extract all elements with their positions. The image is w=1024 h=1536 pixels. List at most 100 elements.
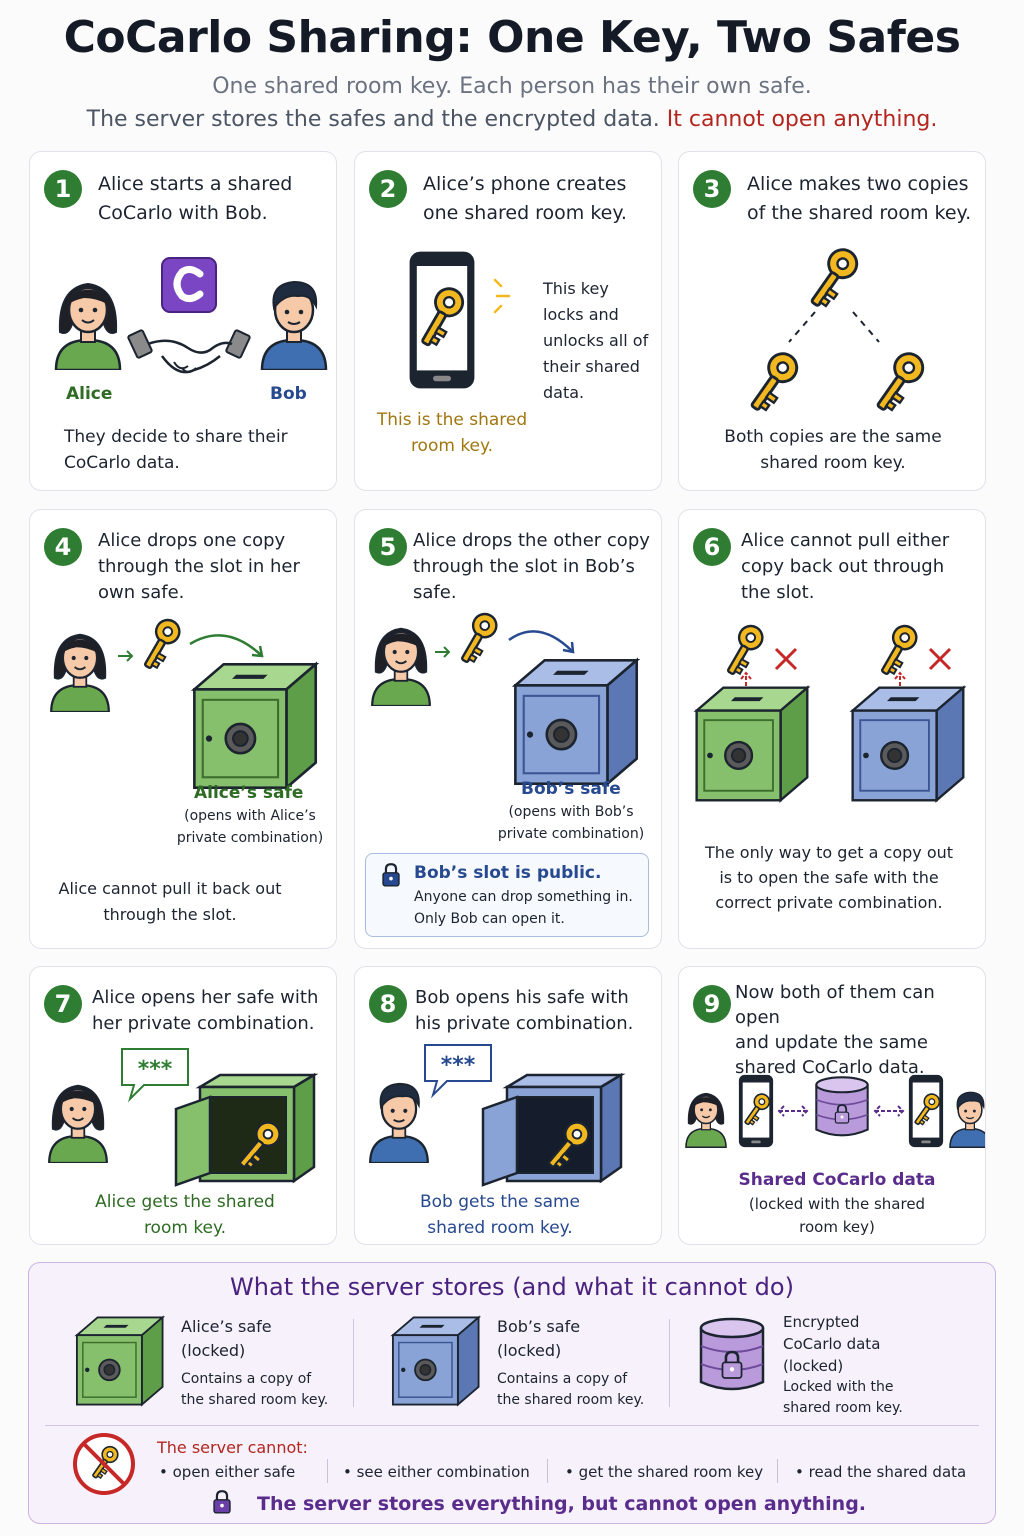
arrow-icon: [118, 650, 134, 662]
server-item-alice-safe: Alice’s safe(locked): [181, 1317, 272, 1360]
step-number: 5: [369, 528, 407, 566]
step-number: 8: [369, 985, 407, 1023]
key-original-icon: [801, 242, 864, 314]
key-copy-2-icon: [867, 346, 930, 418]
speech-bubble: ***: [121, 1048, 189, 1103]
arrow-icon: [435, 646, 451, 658]
alice-avatar: [685, 1092, 727, 1149]
shared-key-icon: [412, 282, 470, 352]
subtitle-2-main: The server stores the safes and the encr…: [86, 107, 660, 132]
cannot-item: • open either safe: [159, 1463, 296, 1481]
key-copy-1-icon: [741, 346, 804, 418]
bob-label: Bob: [270, 384, 307, 404]
step-number: 7: [44, 985, 82, 1023]
cannot-item: • see either combination: [343, 1463, 530, 1481]
cocarlo-logo-icon: [161, 257, 217, 313]
padlock-icon: [721, 1350, 743, 1380]
cannot-item: • read the shared data: [795, 1463, 967, 1481]
handshake-icon: [127, 329, 251, 374]
step-number: 6: [693, 528, 731, 566]
padlock-icon: [834, 1104, 850, 1124]
copy-arrows: [788, 311, 880, 343]
server-item-bob-safe: Bob’s safe(locked): [497, 1317, 581, 1360]
server-panel: What the server stores (and what it cann…: [28, 1262, 996, 1524]
alice-avatar: [54, 282, 122, 370]
alice-safe-icon: [193, 662, 318, 790]
alice-avatar: [371, 627, 431, 706]
padlock-icon: [212, 1490, 232, 1514]
speech-bubble: ***: [424, 1044, 492, 1099]
combination-text: ***: [441, 1053, 476, 1078]
subtitle: One shared room key. Each person has the…: [212, 74, 812, 99]
step-number: 3: [693, 170, 731, 208]
key-icon: [453, 608, 502, 668]
public-slot-note: Bob’s slot is public. Anyone can drop so…: [365, 853, 649, 937]
bob-safe-icon: [851, 686, 965, 802]
step-number: 4: [44, 528, 82, 566]
data-label: Shared CoCarlo data: [738, 1170, 936, 1190]
divider: [547, 1459, 548, 1483]
divider: [669, 1319, 670, 1407]
page-title: CoCarlo Sharing: One Key, Two Safes: [63, 12, 961, 63]
key-icon: [136, 614, 185, 674]
step-number: 1: [44, 170, 82, 208]
no-key-icon: [73, 1433, 135, 1495]
key-icon: [231, 1116, 286, 1174]
divider: [45, 1425, 979, 1426]
alice-avatar: [48, 1084, 108, 1163]
bob-avatar: [949, 1091, 985, 1149]
cannot-title: The server cannot:: [157, 1438, 308, 1457]
panel-footer: The server stores everything, but cannot…: [257, 1493, 867, 1515]
padlock-icon: [381, 863, 401, 887]
sync-arrow: [777, 1105, 809, 1117]
alice-safe-icon: [75, 1316, 164, 1406]
key-icon: [739, 1090, 774, 1129]
note-body: Anyone can drop something in.Only Bob ca…: [414, 889, 633, 927]
glow-lines-icon: [493, 278, 511, 314]
x-mark-icon: [774, 647, 798, 671]
key-icon: [909, 1090, 944, 1129]
note-title: Bob’s slot is public.: [414, 863, 602, 883]
drop-arrow: [508, 630, 575, 654]
subtitle-2: The server stores the safes and the encr…: [0, 107, 1024, 132]
divider: [353, 1319, 354, 1407]
bob-safe-icon: [391, 1316, 480, 1406]
alice-safe-icon: [695, 686, 809, 802]
sync-arrow: [873, 1105, 905, 1117]
divider: [777, 1459, 778, 1483]
bob-avatar: [260, 280, 328, 370]
drop-arrow: [189, 634, 264, 658]
alice-avatar: [50, 633, 110, 712]
alice-label: Alice: [66, 384, 113, 404]
subtitle-2-warning: It cannot open anything.: [666, 107, 938, 132]
safe-label: Bob’s safe: [521, 779, 621, 799]
cannot-item: • get the shared room key: [565, 1463, 764, 1481]
open-safe-icon: [481, 1072, 626, 1187]
